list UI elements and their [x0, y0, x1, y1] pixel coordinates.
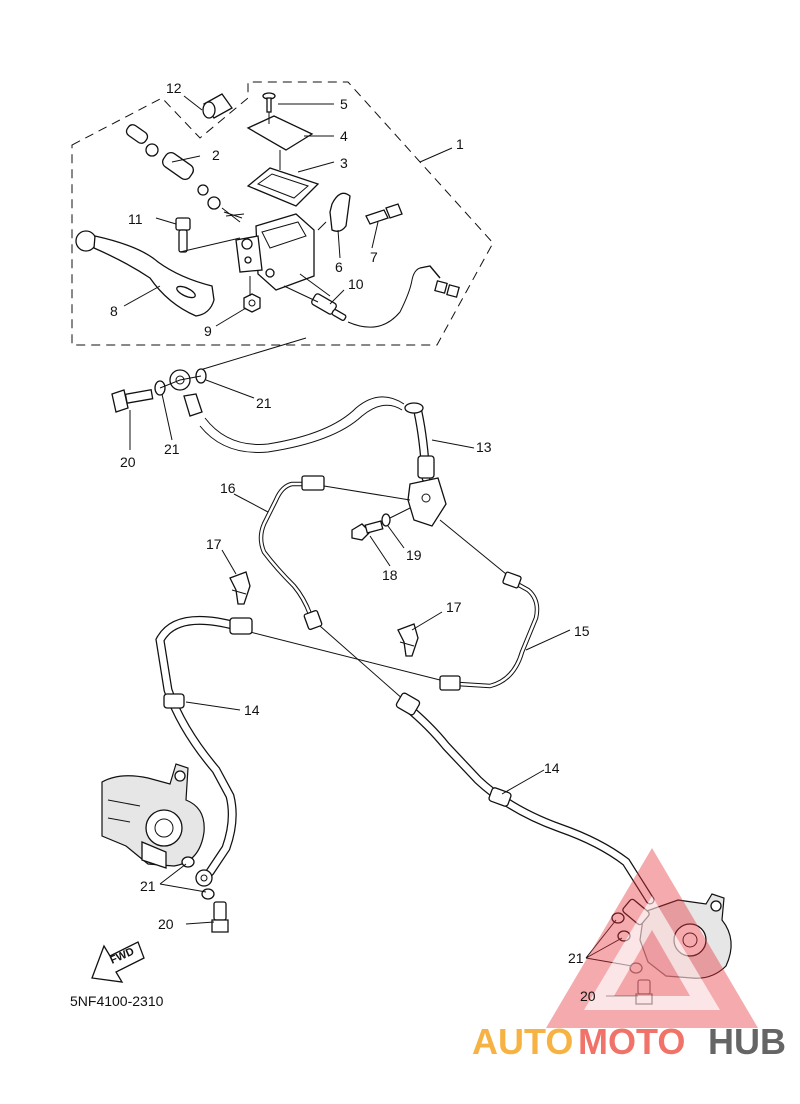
callout-10: 10	[348, 276, 364, 292]
upper-union-fittings	[111, 337, 307, 417]
callout-6: 6	[335, 259, 343, 275]
brake-hose-right	[395, 692, 655, 905]
callout-2: 2	[212, 147, 220, 163]
diagram-reference-code: 5NF4100-2310	[70, 993, 164, 1009]
callout-21-lower-right: 21	[568, 950, 584, 966]
diaphragm-part	[246, 167, 320, 207]
watermark-triangle-inner	[584, 896, 720, 1010]
callout-1: 1	[456, 136, 464, 152]
callout-16: 16	[220, 480, 236, 496]
boot-part	[202, 93, 233, 119]
brake-caliper-left	[101, 763, 205, 869]
callout-17-left: 17	[206, 536, 222, 552]
callout-20-upper: 20	[120, 454, 136, 470]
screw-part	[262, 92, 276, 113]
brake-hose-left	[155, 616, 253, 887]
callout-7: 7	[370, 249, 378, 265]
callout-5: 5	[340, 96, 348, 112]
callout-4: 4	[340, 128, 348, 144]
brake-pipe-left	[258, 475, 411, 630]
watermark-text-moto: MOTO	[578, 1021, 685, 1062]
callout-8: 8	[110, 303, 118, 319]
fitting-leader-line-b	[319, 625, 405, 701]
callout-14-right: 14	[544, 760, 560, 776]
watermark-text: AUTO MOTO HUB	[472, 1021, 786, 1062]
master-cylinder-body	[235, 213, 315, 291]
callout-11: 11	[128, 211, 143, 227]
nut-part	[243, 293, 261, 313]
callout-leader-lines	[123, 95, 638, 997]
callout-21-lower-left: 21	[140, 878, 156, 894]
callout-21-upper-right: 21	[256, 395, 272, 411]
callout-21-upper-left: 21	[164, 441, 180, 457]
brake-pipe-right	[439, 519, 540, 691]
callout-19: 19	[406, 547, 422, 563]
callout-3: 3	[340, 155, 348, 171]
callout-18: 18	[382, 567, 398, 583]
joint-washer	[381, 513, 391, 527]
forward-direction-arrow-icon: FWD	[91, 941, 145, 983]
callout-20-lower-left: 20	[158, 916, 174, 932]
holder-part	[329, 192, 351, 232]
watermark-triangle-core	[614, 930, 690, 996]
master-cylinder-assembly-boundary	[71, 81, 494, 346]
callout-12: 12	[166, 80, 182, 96]
callout-14-left: 14	[244, 702, 260, 718]
watermark-logo	[546, 848, 758, 1028]
callout-13: 13	[476, 439, 492, 455]
pivot-bolt-part	[175, 217, 191, 253]
caliper-left-washer-b	[201, 888, 215, 900]
callout-9: 9	[204, 323, 212, 339]
callout-20-lower-right: 20	[580, 988, 596, 1004]
caliper-left-union-bolt	[211, 901, 229, 933]
pipe-clip-left	[229, 571, 251, 605]
brake-hose-upper	[199, 396, 435, 483]
part-callouts: 1 2 3 4 5 6 7 8 9 10 11 12 13 14 14 15 1…	[110, 80, 590, 966]
brake-switch-part	[311, 265, 460, 328]
three-way-joint	[351, 477, 447, 541]
watermark-text-hub: HUB	[708, 1021, 786, 1062]
callout-17-right: 17	[446, 599, 462, 615]
pipe-clip-right	[397, 623, 419, 657]
brake-lever-part	[75, 230, 215, 317]
union-bolt-upper	[111, 389, 154, 413]
piston-kit-part	[125, 124, 245, 223]
holder-bolt-part	[365, 203, 403, 225]
watermark-text-auto: AUTO	[472, 1021, 573, 1062]
callout-15: 15	[574, 623, 590, 639]
fitting-leader-line-a	[249, 631, 441, 681]
reservoir-cap-part	[246, 115, 314, 151]
joint-bolt	[351, 520, 384, 541]
